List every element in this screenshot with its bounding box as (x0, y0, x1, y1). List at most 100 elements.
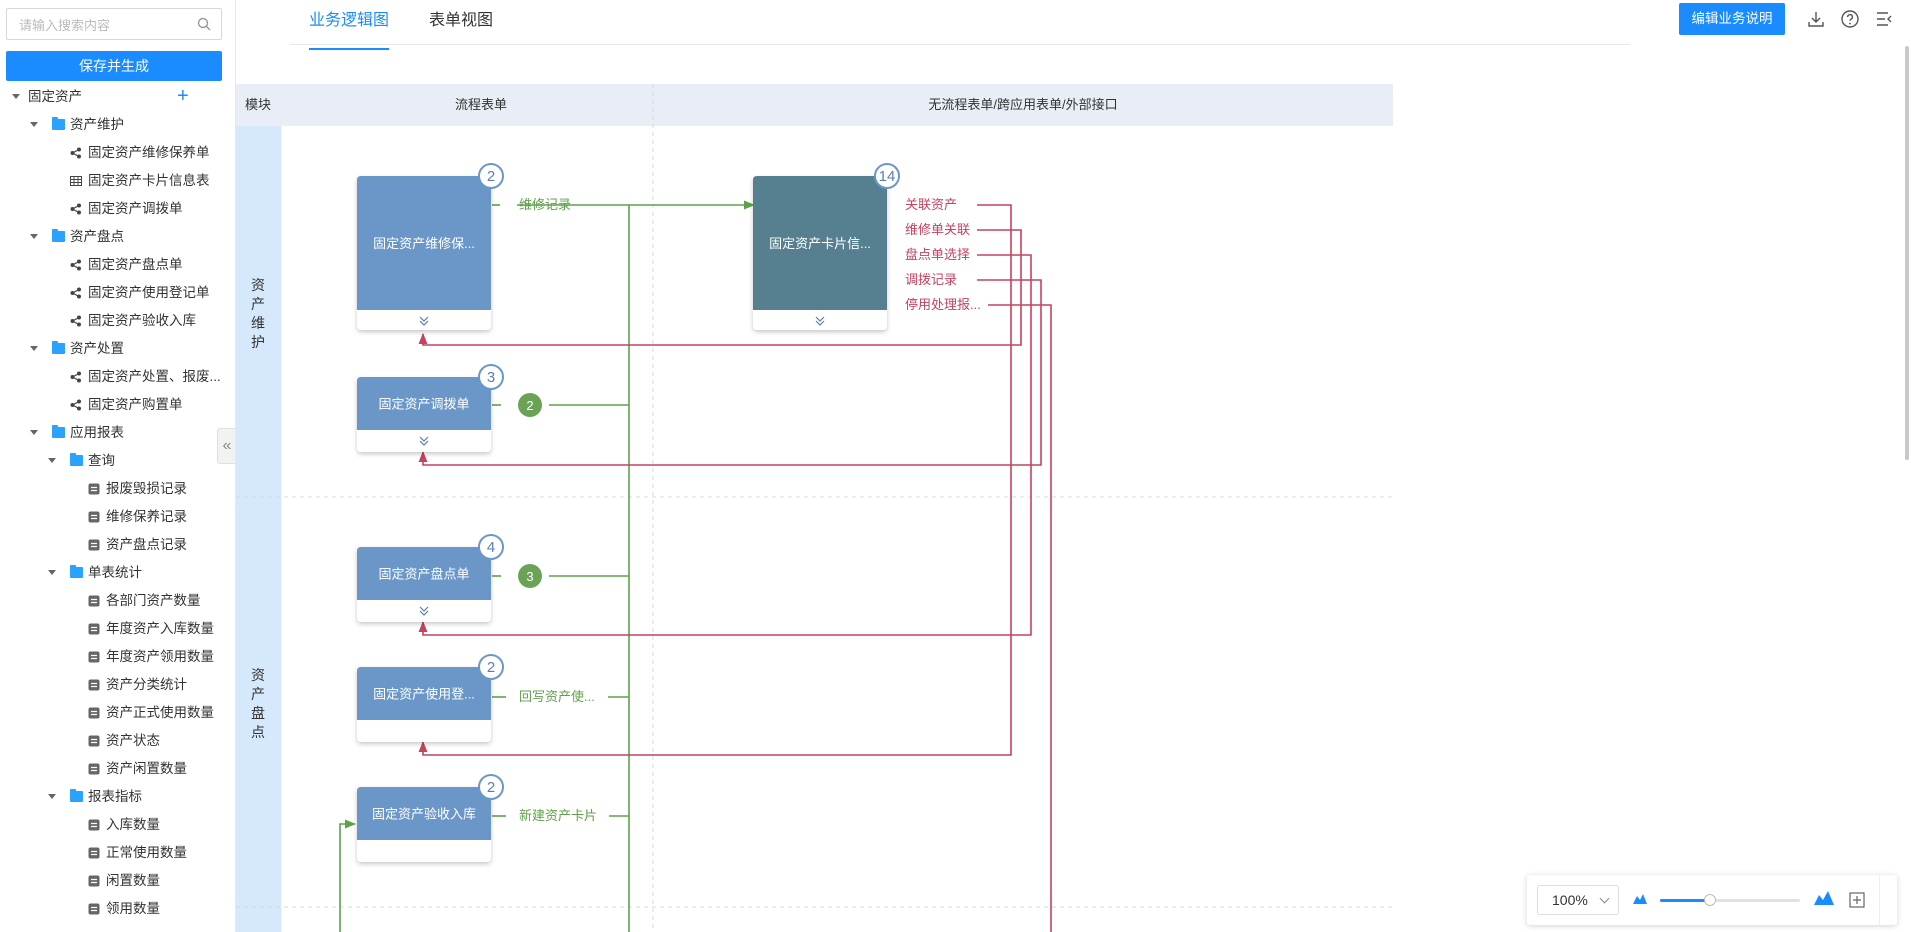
form-card[interactable]: 固定资产验收入库 2 (357, 774, 504, 862)
count-badge (478, 534, 504, 560)
tree-item[interactable]: 固定资产卡片信息表 (0, 169, 235, 193)
count-badge (478, 364, 504, 390)
fit-screen-icon[interactable] (1849, 892, 1865, 908)
tree-item[interactable]: 资产闲置数量 (0, 757, 235, 781)
zoom-out-icon[interactable] (1632, 893, 1648, 905)
tree-item[interactable]: 年度资产领用数量 (0, 645, 235, 669)
form-card-title: 固定资产调拨单 (378, 397, 469, 412)
expand-arrow-icon[interactable] (30, 430, 38, 435)
form-card[interactable]: 固定资产使用登... 2 (357, 654, 504, 742)
tree-item[interactable]: 维修保养记录 (0, 505, 235, 529)
form-card-title: 固定资产卡片信... (769, 236, 871, 251)
tree-item-label: 各部门资产数量 (106, 593, 201, 608)
search-icon[interactable] (197, 17, 211, 31)
expand-arrow-icon[interactable] (48, 458, 56, 463)
tree-item[interactable]: 资产盘点记录 (0, 533, 235, 557)
tree-item[interactable]: 正常使用数量 (0, 841, 235, 865)
zoom-slider[interactable] (1660, 894, 1800, 906)
zoom-in-icon[interactable] (1813, 890, 1835, 906)
tree-item-label: 固定资产调拨单 (88, 201, 183, 216)
link-label-inventory-select: 盘点单选择 (905, 247, 970, 262)
save-and-generate-button[interactable]: 保存并生成 (6, 51, 222, 81)
tree-item-label: 资产正式使用数量 (106, 705, 214, 720)
tree-item-label: 固定资产 (28, 89, 82, 104)
form-card[interactable]: 固定资产卡片信...14 (753, 163, 900, 330)
table-form-icon (70, 176, 82, 186)
collapse-sidebar-button[interactable]: « (217, 428, 235, 464)
expand-arrow-icon[interactable] (48, 570, 56, 575)
tree-item[interactable]: 固定资产盘点单 (0, 253, 235, 277)
tree-item[interactable]: 单表统计 (0, 561, 235, 585)
tree-item-label: 资产盘点 (70, 229, 124, 244)
tree-item[interactable]: 入库数量 (0, 813, 235, 837)
form-card-title: 固定资产验收入库 (372, 807, 476, 822)
tree-item[interactable]: 各部门资产数量 (0, 589, 235, 613)
tree-item[interactable]: 报废毁损记录 (0, 477, 235, 501)
tree-item[interactable]: 资产分类统计 (0, 673, 235, 697)
grid-header-other: 无流程表单/跨应用表单/外部接口 (928, 97, 1117, 112)
count-badge-value: 2 (487, 659, 495, 676)
tab-form-view[interactable]: 表单视图 (429, 12, 494, 29)
vertical-scrollbar[interactable] (1905, 46, 1909, 460)
tree-item-label: 固定资产购置单 (88, 397, 183, 412)
report-icon (88, 875, 100, 887)
form-card-title: 固定资产使用登... (373, 687, 475, 702)
tree-item[interactable]: 固定资产 + (0, 85, 235, 109)
tree-item[interactable]: 固定资产处置、报废... (0, 365, 235, 389)
tree-item[interactable]: 资产处置 (0, 337, 235, 361)
download-icon[interactable] (1806, 9, 1826, 29)
expand-arrow-icon[interactable] (30, 122, 38, 127)
tree-item-label: 固定资产卡片信息表 (88, 173, 210, 188)
form-card[interactable]: 固定资产维修保...2 (357, 163, 504, 330)
expand-arrow-icon[interactable] (30, 346, 38, 351)
tree-item[interactable]: 报表指标 (0, 785, 235, 809)
tree-item-label: 固定资产盘点单 (88, 257, 183, 272)
module-label-maintenance: 资产维护 (251, 277, 265, 350)
business-logic-diagram: 模块 流程表单 无流程表单/跨应用表单/外部接口 资产维护 资产盘点 固定资产维… (236, 84, 1393, 932)
expand-chevron-icon[interactable] (419, 316, 429, 326)
expand-arrow-icon[interactable] (12, 94, 20, 99)
flow-form-icon (70, 259, 81, 271)
search-input[interactable] (17, 9, 191, 41)
report-icon (88, 511, 100, 523)
sidebar: 保存并生成 固定资产 + 资产维护固定资产维修保养单固定资产卡片信息表固定资产调拨单… (0, 0, 236, 932)
report-icon (88, 623, 100, 635)
tree-item[interactable]: 查询 (0, 449, 235, 473)
tree-item[interactable]: 应用报表 (0, 421, 235, 445)
tree-item[interactable]: 年度资产入库数量 (0, 617, 235, 641)
outline-menu-icon[interactable] (1874, 9, 1894, 29)
expand-chevron-icon[interactable] (419, 606, 429, 616)
expand-chevron-icon[interactable] (419, 436, 429, 446)
tab-business-logic[interactable]: 业务逻辑图 (309, 10, 390, 50)
tree-item[interactable]: 固定资产使用登记单 (0, 281, 235, 305)
tree-item[interactable]: 资产维护 (0, 113, 235, 137)
count-badge-value: 2 (487, 779, 495, 796)
expand-arrow-icon[interactable] (48, 794, 56, 799)
zoom-slider-thumb[interactable] (1704, 894, 1717, 906)
tree-item[interactable]: 领用数量 (0, 897, 235, 921)
count-badge (874, 163, 900, 189)
tree-item[interactable]: 资产盘点 (0, 225, 235, 249)
module-label-inventory: 资产盘点 (251, 667, 265, 740)
tree-item[interactable]: 固定资产调拨单 (0, 197, 235, 221)
report-icon (88, 847, 100, 859)
expand-arrow-icon[interactable] (30, 234, 38, 239)
zoom-select[interactable]: 100% (1537, 885, 1619, 915)
tree-item[interactable]: 资产状态 (0, 729, 235, 753)
add-icon[interactable]: + (177, 85, 189, 107)
tree-item[interactable]: 固定资产维修保养单 (0, 141, 235, 165)
link-label-new-card: 新建资产卡片 (519, 808, 597, 823)
tree-item[interactable]: 固定资产验收入库 (0, 309, 235, 333)
tree-item[interactable]: 闲置数量 (0, 869, 235, 893)
tree-item[interactable]: 固定资产购置单 (0, 393, 235, 417)
expand-chevron-icon[interactable] (815, 316, 825, 326)
tree-item[interactable]: 资产正式使用数量 (0, 701, 235, 725)
folder-icon (52, 425, 65, 438)
edit-business-description-button[interactable]: 编辑业务说明 (1679, 3, 1785, 35)
help-icon[interactable] (1840, 9, 1860, 29)
grid-header-flow: 流程表单 (455, 97, 507, 112)
tree-item-label: 资产处置 (70, 341, 124, 356)
report-icon (88, 735, 100, 747)
